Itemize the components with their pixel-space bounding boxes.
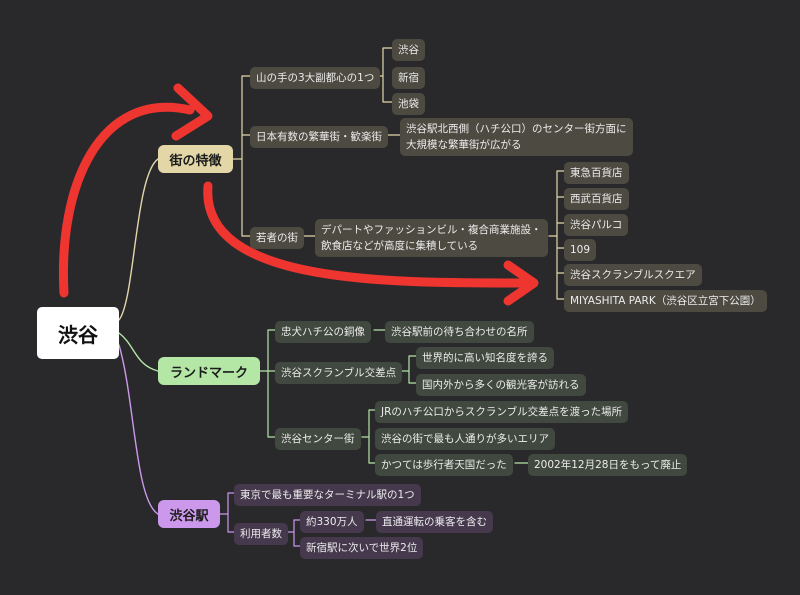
youth-desc-line2: 飲食店などが高度に集積している — [321, 240, 479, 252]
red-arrow-head-1 — [171, 83, 213, 141]
hanka-desc-line1: 渋谷駅北西側（ハチ公口）のセンター街方面に — [406, 123, 627, 135]
users-count-note[interactable]: 直通運転の乗客を含む — [376, 511, 493, 533]
link-root-features — [118, 158, 159, 321]
shop-item[interactable]: MIYASHITA PARK（渋谷区立宮下公園） — [564, 290, 767, 312]
shop-item[interactable]: 東急百貨店 — [564, 162, 629, 184]
center-item[interactable]: かつては歩行者天国だった — [375, 454, 513, 476]
link-landmarks-sub — [259, 329, 276, 438]
link-scramble-items — [401, 355, 417, 384]
youth-description[interactable]: デパートやファッションビル・複合商業施設・ 飲食店などが高度に集積している — [315, 219, 548, 257]
topic-terminal[interactable]: 東京で最も重要なターミナル駅の1つ — [234, 484, 421, 506]
red-arrow-curve-1 — [58, 102, 195, 298]
topic-center-street[interactable]: 渋谷センター街 — [275, 428, 361, 450]
center-item[interactable]: 渋谷の街で最も人通りが多いエリア — [375, 428, 555, 450]
users-rank[interactable]: 新宿駅に次いで世界2位 — [300, 537, 424, 559]
shop-item[interactable]: 109 — [564, 239, 597, 261]
shop-item[interactable]: 西武百貨店 — [564, 188, 629, 210]
link-center-items — [361, 409, 376, 464]
center-item[interactable]: JRのハチ公口からスクランブル交差点を渡った場所 — [375, 401, 629, 423]
root-node[interactable]: 渋谷 — [37, 307, 119, 359]
users-count[interactable]: 約330万人 — [300, 511, 364, 533]
fukutoshin-item[interactable]: 池袋 — [392, 93, 425, 115]
scramble-item[interactable]: 世界的に高い知名度を誇る — [416, 347, 554, 369]
link-features-sub — [232, 75, 251, 237]
topic-scramble[interactable]: 渋谷スクランブル交差点 — [275, 362, 403, 384]
shop-item[interactable]: 渋谷スクランブルスクエア — [564, 264, 702, 286]
hanka-desc-line2: 大規模な繁華街が広がる — [406, 139, 522, 151]
category-features[interactable]: 街の特徴 — [158, 145, 233, 173]
category-station[interactable]: 渋谷駅 — [158, 500, 220, 528]
topic-hachiko[interactable]: 忠犬ハチ公の銅像 — [275, 321, 371, 343]
link-users-items — [287, 519, 301, 547]
link-youth-shops — [548, 170, 565, 300]
category-landmarks[interactable]: ランドマーク — [158, 357, 260, 385]
fukutoshin-item[interactable]: 新宿 — [392, 67, 425, 89]
hachiko-description[interactable]: 渋谷駅前の待ち合わせの名所 — [385, 321, 534, 343]
shop-item[interactable]: 渋谷パルコ — [564, 214, 629, 236]
topic-hanka[interactable]: 日本有数の繁華街・歓楽街 — [250, 126, 388, 148]
link-root-station — [118, 344, 159, 515]
link-root-landmarks — [118, 332, 159, 372]
scramble-item[interactable]: 国内外から多くの観光客が訪れる — [416, 374, 586, 396]
youth-desc-line1: デパートやファッションビル・複合商業施設・ — [321, 224, 542, 236]
topic-youth[interactable]: 若者の街 — [250, 227, 304, 249]
topic-fukutoshin[interactable]: 山の手の3大副都心の1つ — [250, 67, 381, 89]
center-note[interactable]: 2002年12月28日をもって廃止 — [528, 454, 688, 476]
link-station-sub — [219, 492, 235, 533]
red-arrow-curve-2 — [203, 181, 533, 288]
hanka-description[interactable]: 渋谷駅北西側（ハチ公口）のセンター街方面に 大規模な繁華街が広がる — [400, 118, 633, 156]
red-arrow-head-2 — [503, 260, 539, 306]
fukutoshin-item[interactable]: 渋谷 — [392, 39, 425, 61]
topic-users[interactable]: 利用者数 — [234, 523, 288, 545]
